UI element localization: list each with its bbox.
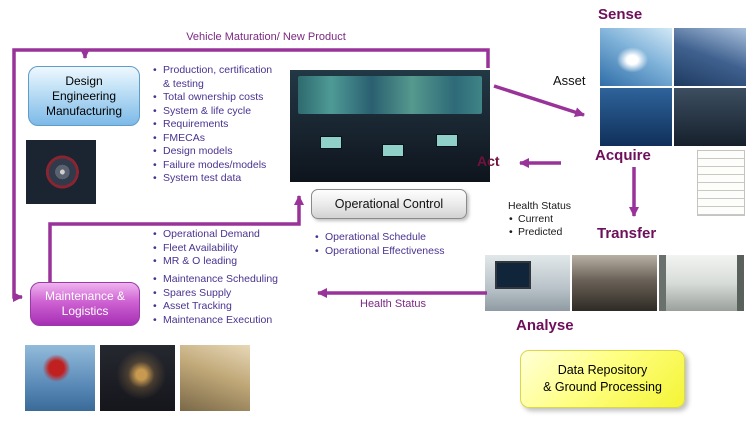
control-room-main-screen <box>298 76 482 114</box>
maintenance-bullet-list-top: Operational Demand Fleet Availability MR… <box>152 228 294 269</box>
stage-label-sense: Sense <box>598 6 643 23</box>
bullet-item: Spares Supply <box>152 287 294 301</box>
data-repository-label-line1: Data Repository <box>557 363 648 377</box>
operational-bullet-list: Operational Schedule Operational Effecti… <box>314 231 464 258</box>
field-laptop-photo <box>180 345 250 411</box>
operations-control-room-photo <box>290 70 490 182</box>
stage-label-analyse: Analyse <box>516 317 574 334</box>
stage-label-transfer: Transfer <box>597 225 657 242</box>
data-sheet-photo <box>697 150 745 216</box>
health-status-block: Health Status Current Predicted <box>508 200 588 239</box>
laptop-typing-photo <box>572 255 657 311</box>
maintenance-bullet-list-bottom: Maintenance Scheduling Spares Supply Ass… <box>152 273 294 327</box>
health-status-title: Health Status <box>508 200 572 212</box>
data-repository-box: Data Repository & Ground Processing <box>520 350 685 408</box>
helicopter-hoist-photo <box>25 345 95 411</box>
console-monitor <box>382 144 404 157</box>
bullet-item: Fleet Availability <box>152 242 294 256</box>
design-bullet-list: Production, certification & testing Tota… <box>152 64 280 186</box>
workstation-monitor <box>495 260 531 289</box>
health-status-item: Current <box>508 213 588 226</box>
bullet-item: Maintenance Scheduling <box>152 273 294 287</box>
bullet-item: Total ownership costs <box>152 91 280 105</box>
arrow-sense <box>493 84 585 117</box>
console-monitor <box>320 136 342 149</box>
bullet-item: System & life cycle <box>152 105 280 119</box>
bullet-item: Operational Demand <box>152 228 294 242</box>
stage-label-acquire: Acquire <box>595 147 651 164</box>
maintenance-box-label-line1: Maintenance & <box>44 289 126 303</box>
fighter-jet-photo <box>674 28 746 86</box>
asset-label: Asset <box>553 73 586 88</box>
equipment-room-photo <box>659 255 744 311</box>
bullet-item: Operational Schedule <box>314 231 464 245</box>
night-maintenance-photo <box>100 345 175 411</box>
health-status-arrow-label: Health Status <box>360 298 427 310</box>
helicopter-photo <box>674 88 746 146</box>
design-engineering-manufacturing-box: Design Engineering Manufacturing <box>28 66 140 126</box>
airliner-photo <box>600 28 672 86</box>
maintenance-box-label-line2: Logistics <box>61 304 109 318</box>
bullet-item: System test data <box>152 172 280 186</box>
stage-label-act: Act <box>477 153 500 169</box>
naval-vessel-photo <box>600 88 672 146</box>
bullet-item: Operational Effectiveness <box>314 245 464 259</box>
design-box-label: Design Engineering Manufacturing <box>45 73 123 118</box>
jet-engine-photo <box>26 140 96 204</box>
bullet-item: Maintenance Execution <box>152 314 294 328</box>
maintenance-logistics-box: Maintenance & Logistics <box>30 282 140 326</box>
bullet-item: Design models <box>152 145 280 159</box>
data-repository-label-line2: & Ground Processing <box>543 380 662 394</box>
bullet-item: Requirements <box>152 118 280 132</box>
workstation-photo <box>485 255 570 311</box>
bullet-item: Failure modes/models <box>152 159 280 173</box>
operational-control-box: Operational Control <box>311 189 467 219</box>
bullet-item: Production, certification & testing <box>152 64 280 91</box>
bullet-item: MR & O leading <box>152 255 294 269</box>
bullet-item: FMECAs <box>152 132 280 146</box>
operational-control-label: Operational Control <box>334 197 444 211</box>
bullet-item: Asset Tracking <box>152 300 294 314</box>
vehicle-maturation-label: Vehicle Maturation/ New Product <box>186 31 346 43</box>
health-status-item: Predicted <box>508 226 588 239</box>
console-monitor <box>436 134 458 147</box>
